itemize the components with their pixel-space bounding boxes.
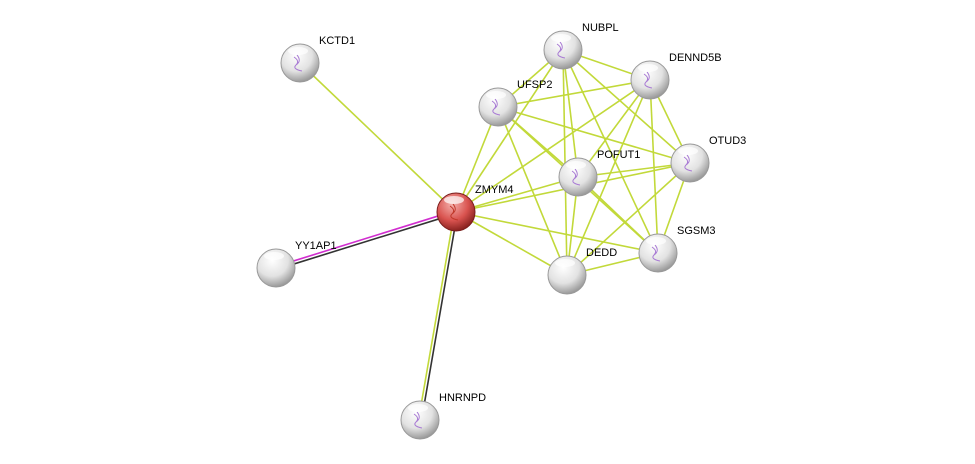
node-hnrnpd[interactable] xyxy=(400,400,440,440)
node-label-kctd1: KCTD1 xyxy=(319,35,356,47)
node-dennd5b[interactable] xyxy=(630,60,670,100)
node-highlight xyxy=(408,404,428,412)
edge-zmym4-pofut1[interactable] xyxy=(455,176,579,213)
node-zmym4[interactable] xyxy=(436,192,476,232)
edge-dennd5b-sgsm3[interactable] xyxy=(649,79,659,254)
edge-zmym4-dennd5b[interactable] xyxy=(455,79,651,213)
edge-zmym4-sgsm3[interactable] xyxy=(455,211,659,254)
edge-zmym4-yy1ap1[interactable] xyxy=(276,212,457,271)
protein-structure-icon xyxy=(571,168,581,186)
node-kctd1[interactable] xyxy=(280,43,320,83)
node-label-zmym4: ZMYM4 xyxy=(475,184,514,196)
node-ufsp2[interactable] xyxy=(478,87,518,127)
edge-dennd5b-ufsp2[interactable] xyxy=(497,79,651,108)
edge-nubpl-pofut1[interactable] xyxy=(562,49,579,178)
node-nubpl[interactable] xyxy=(543,30,583,70)
edge-nubpl-sgsm3[interactable] xyxy=(562,49,659,254)
protein-structure-icon xyxy=(449,203,459,221)
protein-structure-icon xyxy=(293,54,303,72)
node-highlight xyxy=(264,252,284,260)
protein-structure-icon xyxy=(683,154,693,172)
edge-zmym4-hnrnpd[interactable] xyxy=(417,211,456,420)
edge-zmym4-yy1ap1[interactable] xyxy=(275,209,456,268)
node-highlight xyxy=(555,259,575,267)
protein-structure-icon xyxy=(413,411,423,429)
edge-zmym4-kctd1[interactable] xyxy=(299,62,457,213)
node-highlight xyxy=(444,196,464,204)
edge-zmym4-nubpl[interactable] xyxy=(455,49,564,213)
node-label-yy1ap1: YY1AP1 xyxy=(295,240,337,252)
edge-otud3-dedd[interactable] xyxy=(566,162,691,276)
node-label-nubpl: NUBPL xyxy=(582,22,619,34)
edge-ufsp2-otud3[interactable] xyxy=(497,106,691,164)
node-label-dennd5b: DENND5B xyxy=(669,52,722,64)
protein-structure-icon xyxy=(491,98,501,116)
node-sgsm3[interactable] xyxy=(638,233,678,273)
edge-zmym4-hnrnpd[interactable] xyxy=(420,212,459,421)
node-highlight xyxy=(288,47,308,55)
node-yy1ap1[interactable] xyxy=(256,248,296,288)
node-otud3[interactable] xyxy=(670,143,710,183)
node-highlight xyxy=(678,147,698,155)
edge-nubpl-otud3[interactable] xyxy=(562,49,691,164)
protein-structure-icon xyxy=(556,41,566,59)
node-label-pofut1: POFUT1 xyxy=(597,149,641,161)
node-dedd[interactable] xyxy=(547,255,587,295)
edge-dennd5b-pofut1[interactable] xyxy=(577,79,651,178)
edge-zmym4-dedd[interactable] xyxy=(455,211,568,276)
node-label-otud3: OTUD3 xyxy=(709,135,747,147)
node-highlight xyxy=(646,237,666,245)
protein-structure-icon xyxy=(651,244,661,262)
node-pofut1[interactable] xyxy=(558,157,598,197)
edge-dennd5b-dedd[interactable] xyxy=(566,79,651,276)
node-label-dedd: DEDD xyxy=(586,247,618,259)
node-highlight xyxy=(551,34,571,42)
node-label-sgsm3: SGSM3 xyxy=(677,225,716,237)
node-highlight xyxy=(638,64,658,72)
edge-ufsp2-dedd[interactable] xyxy=(497,106,568,276)
node-label-ufsp2: UFSP2 xyxy=(517,79,553,91)
node-highlight xyxy=(566,161,586,169)
node-label-hnrnpd: HNRNPD xyxy=(439,392,487,404)
node-highlight xyxy=(486,91,506,99)
protein-structure-icon xyxy=(643,71,653,89)
